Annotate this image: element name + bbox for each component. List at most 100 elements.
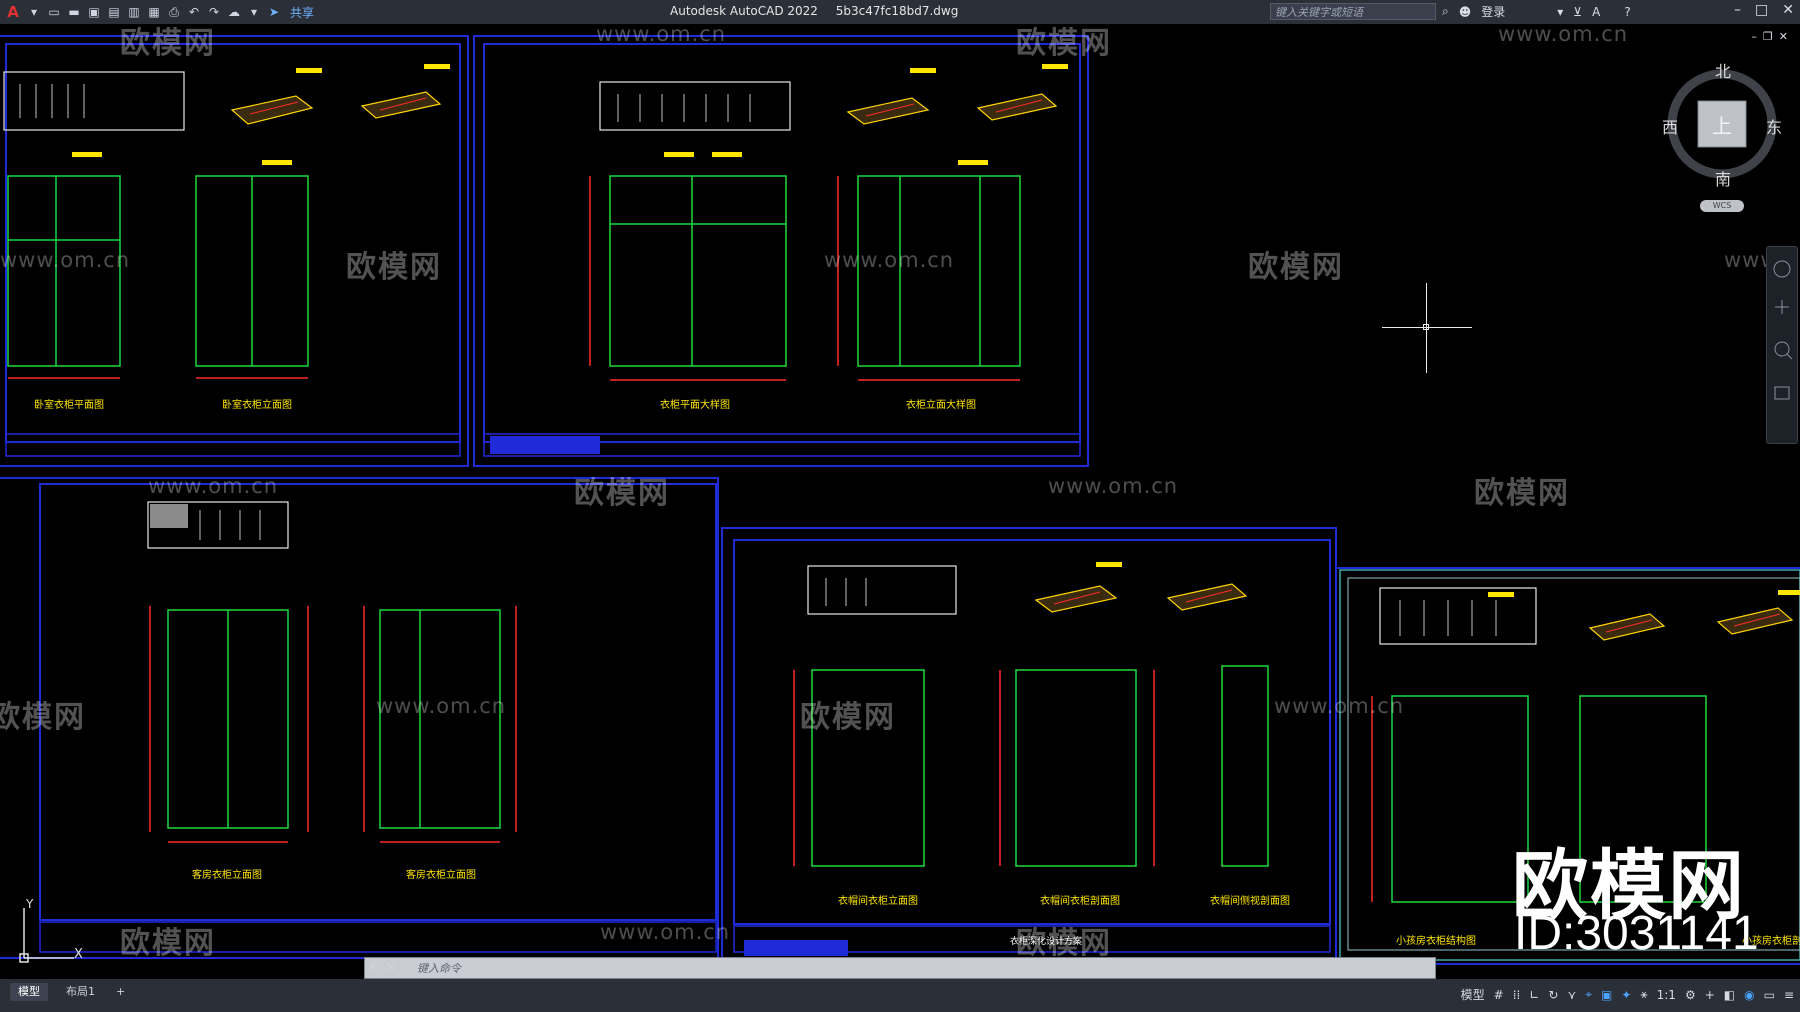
autodesk-app-icon[interactable]: A [1592,4,1601,19]
watermark-url: www.om.cn [1274,694,1405,718]
add-layout-button[interactable]: + [116,985,126,998]
label-d1: 衣帽间衣柜立面图 [838,894,918,907]
label-b2: 衣柜立面大样图 [906,398,976,411]
app-name: Autodesk AutoCAD 2022 [670,4,818,18]
viewcube-west[interactable]: 西 [1662,118,1679,137]
print-icon[interactable]: ⎙ [169,4,179,19]
watermark-url: www.om.cn [596,22,727,46]
workspace-gear-icon[interactable]: ⚙ [1684,987,1696,1002]
minimize-icon[interactable]: – [1734,2,1742,18]
ucs-icon [19,908,74,963]
cursor-pickbox [1423,324,1429,330]
watermark-url: www.om.cn [0,248,131,272]
watermark: 欧模网 [1474,476,1570,511]
titlebar-right-tools: ⌕ ☻ 登录 ▾ ⊻ A ? [1442,3,1631,20]
cloud-icon[interactable]: ☁ [228,5,240,19]
command-input[interactable]: 键入命令 [417,962,461,975]
watermark-url: www.om.cn [1048,474,1179,498]
scale-label[interactable]: 1:1 [1656,987,1676,1002]
tab-layout1[interactable]: 布局1 [66,985,95,998]
drawing-minimize-icon[interactable]: – [1751,30,1757,43]
watermark: 欧模网 [120,26,216,61]
label-a2: 卧室衣柜立面图 [222,398,292,411]
object-snap-tracking-icon[interactable]: ▣ [1601,987,1613,1002]
drawing-canvas[interactable]: 卧室衣柜平面图 卧室衣柜立面图 衣柜平面大样图 衣柜立面大样图 客房衣柜立面图 … [0,24,1800,979]
drawing-restore-icon[interactable]: ❐ [1762,30,1773,43]
snap-icon[interactable]: ⁞⁞ [1512,987,1521,1002]
polar-icon[interactable]: ↻ [1548,987,1559,1002]
tab-model[interactable]: 模型 [10,983,48,1001]
customization-menu-icon[interactable]: ≡ [1783,987,1794,1002]
ucs-x-label: X [74,947,83,962]
label-d3: 衣帽间侧视剖面图 [1210,894,1290,907]
label-c1: 客房衣柜立面图 [192,868,262,881]
maximize-icon[interactable]: □ [1755,2,1769,18]
status-bar: 模型 布局1 + 模型 # ⁞⁞ ∟ ↻ ⋎ ⌖ ▣ ✦ ⚹ 1:1 ⚙ + ◧… [0,979,1800,1012]
customize-dropdown-icon[interactable]: ▾ [250,5,258,19]
viewcube-east[interactable]: 东 [1766,118,1783,137]
grid-icon[interactable]: # [1493,987,1504,1002]
isodraft-icon[interactable]: ⋎ [1567,987,1577,1002]
web-save-icon[interactable]: ▥ [128,5,140,19]
clean-screen-icon[interactable]: ▭ [1763,987,1775,1002]
label-d2: 衣帽间衣柜剖面图 [1040,894,1120,907]
login-label[interactable]: 登录 [1481,5,1506,19]
hardware-acceleration-icon[interactable]: ◉ [1744,987,1755,1002]
command-line[interactable]: 键入命令 [364,957,1436,979]
model-space-button[interactable]: 模型 [1460,988,1485,1002]
search-icon[interactable]: ⌕ [1442,4,1449,18]
command-line-tools: ✕ ⚒ [364,960,397,974]
window-title: Autodesk AutoCAD 2022 5b3c47fc18bd7.dwg [670,4,972,18]
new-file-icon[interactable]: ▭ [48,5,60,19]
save-as-icon[interactable]: ▤ [108,5,120,19]
ortho-icon[interactable]: ∟ [1529,987,1540,1002]
close-icon[interactable]: ✕ [1782,2,1794,18]
viewcube-top-face[interactable]: 上 [1712,114,1732,138]
viewcube[interactable]: 北 南 西 东 上 WCS [1662,62,1782,212]
autocad-logo-icon[interactable]: A [7,3,19,21]
watermark: 欧模网 [1016,26,1112,61]
chevron-down-icon[interactable]: ▾ [30,5,38,19]
share-label[interactable]: 共享 [290,5,315,20]
close-command-icon[interactable]: ✕ [368,960,379,974]
watermark-url: www.om.cn [148,474,279,498]
undo-icon[interactable]: ↶ [188,5,200,19]
label-b1: 衣柜平面大样图 [660,398,730,411]
drawing-close-icon[interactable]: ✕ [1778,30,1788,43]
watermark-url: www.om.cn [824,248,955,272]
quick-access-toolbar: A ▾ ▭ ▬ ▣ ▤ ▥ ▦ ⎙ ↶ ↷ ☁ ▾ ➤ 共享 [0,3,314,21]
sheet-borders [0,35,1800,965]
cart-icon[interactable]: ⊻ [1573,4,1583,19]
redo-icon[interactable]: ↷ [208,5,220,19]
overlay-brand: 欧模网 [1512,841,1746,930]
watermark-url: www.om.cn [1498,22,1629,46]
watermark: 欧模网 [120,926,216,961]
help-icon[interactable]: ? [1624,4,1631,19]
window-controls: – □ ✕ [1734,2,1794,18]
title-block-text: 衣柜深化设计方案 [1010,935,1082,947]
share-icon[interactable]: ➤ [268,5,280,19]
navigation-bar[interactable] [1766,246,1798,444]
save-icon[interactable]: ▣ [88,5,100,19]
plus-icon[interactable]: + [1704,987,1715,1002]
open-folder-icon[interactable]: ▬ [68,5,80,19]
share-file-icon[interactable]: ▦ [148,5,160,19]
label-e1: 小孩房衣柜结构图 [1396,934,1476,947]
watermark: 欧模网 [574,476,670,511]
annotation-scale-icon[interactable]: ⚹ [1640,987,1648,1001]
file-name: 5b3c47fc18bd7.dwg [835,4,959,18]
annotation-visibility-icon[interactable]: ✦ [1621,987,1632,1002]
search-input[interactable]: 键入关键字或短语 [1270,3,1436,20]
cursor-crosshair-vertical [1426,283,1427,373]
wcs-button[interactable]: WCS [1700,200,1744,212]
viewcube-south[interactable]: 南 [1715,170,1732,189]
object-snap-icon[interactable]: ⌖ [1585,987,1593,1001]
status-tools: 模型 # ⁞⁞ ∟ ↻ ⋎ ⌖ ▣ ✦ ⚹ 1:1 ⚙ + ◧ ◉ ▭ ≡ [1461,986,1794,1003]
cursor-crosshair-horizontal [1382,327,1472,328]
viewcube-north[interactable]: 北 [1715,62,1732,81]
customize-command-icon[interactable]: ⚒ [386,960,397,974]
login-dropdown-icon[interactable]: ▾ [1557,4,1564,19]
user-icon[interactable]: ☻ [1458,4,1472,19]
watermark-url: www.om.cn [600,920,731,944]
isolate-icon[interactable]: ◧ [1723,987,1736,1002]
